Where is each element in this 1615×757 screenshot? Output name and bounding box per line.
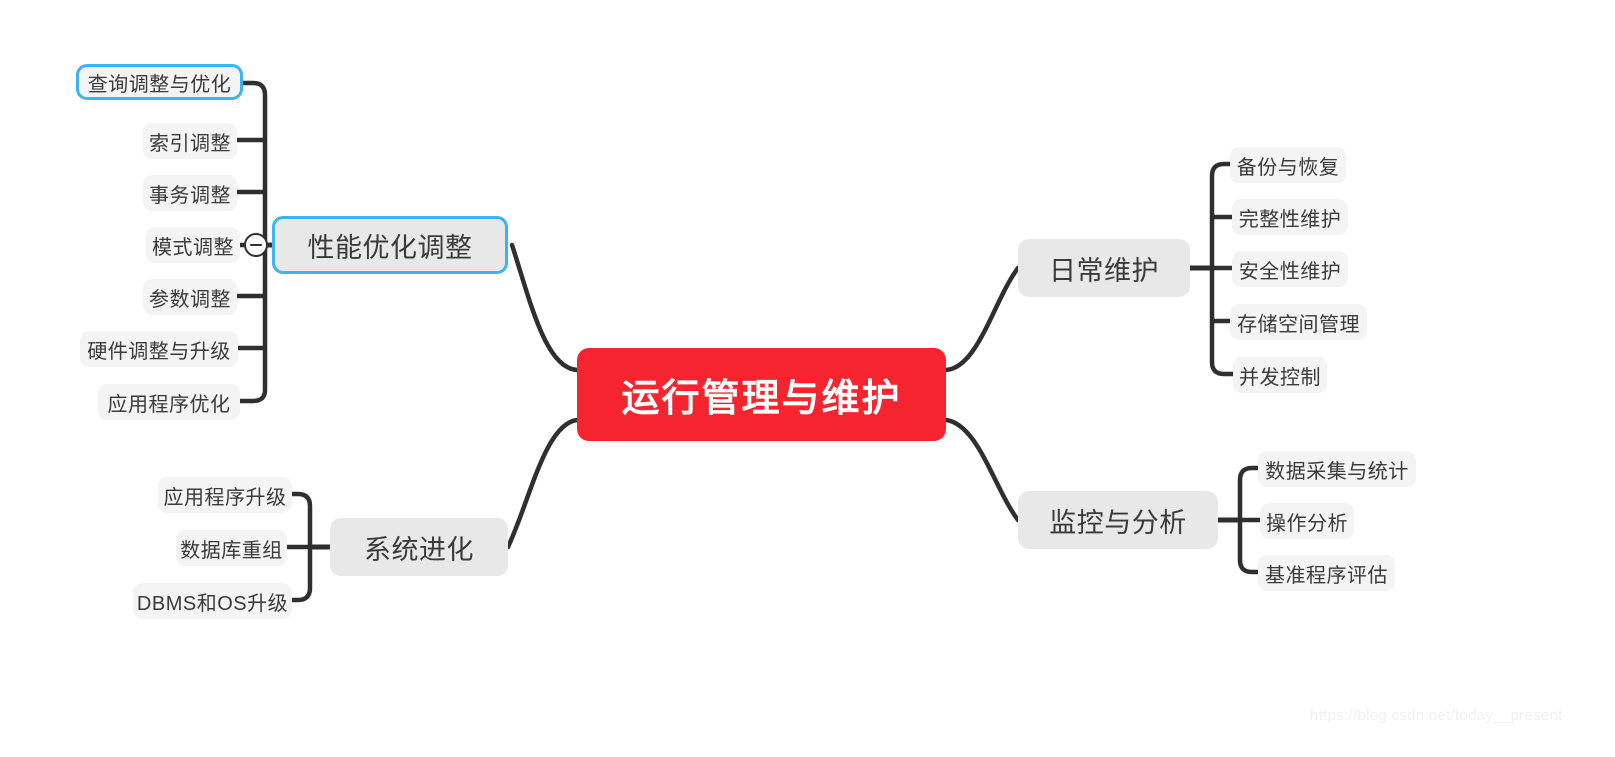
collapse-toggle-performance[interactable] <box>244 233 268 257</box>
root-node[interactable]: 运行管理与维护 <box>577 348 946 441</box>
leaf-node-application-optimization[interactable]: 应用程序优化 <box>98 384 240 420</box>
leaf-node-hardware-tuning[interactable]: 硬件调整与升级 <box>80 331 238 367</box>
connector-monitoring-leaf-1 <box>1237 465 1261 523</box>
leaf-node-benchmark-evaluation[interactable]: 基准程序评估 <box>1258 555 1395 591</box>
branch-node-monitoring[interactable]: 监控与分析 <box>1018 491 1218 549</box>
leaf-node-dbms-os-upgrade[interactable]: DBMS和OS升级 <box>133 583 292 619</box>
connector-root-to-monitoring <box>943 417 1021 523</box>
connector-root-to-evolution <box>505 417 580 550</box>
connector-performance-leaf-7 <box>237 242 268 404</box>
leaf-node-query-tuning[interactable]: 查询调整与优化 <box>76 64 243 100</box>
connector-root-to-maintenance <box>943 265 1021 373</box>
leaf-node-integrity-maintenance[interactable]: 完整性维护 <box>1232 199 1348 235</box>
branch-node-performance[interactable]: 性能优化调整 <box>272 216 508 274</box>
leaf-node-data-collection[interactable]: 数据采集与统计 <box>1258 451 1416 487</box>
connector-performance-leaf-1 <box>240 80 268 248</box>
branch-node-evolution[interactable]: 系统进化 <box>330 518 508 576</box>
leaf-node-app-upgrade[interactable]: 应用程序升级 <box>158 477 292 513</box>
connector-maintenance-leaf-1 <box>1209 161 1233 271</box>
leaf-node-index-tuning[interactable]: 索引调整 <box>143 123 237 159</box>
leaf-node-db-reorg[interactable]: 数据库重组 <box>176 530 287 566</box>
connector-evolution-leaf-1 <box>289 491 313 550</box>
leaf-node-transaction-tuning[interactable]: 事务调整 <box>143 175 237 211</box>
branch-node-maintenance[interactable]: 日常维护 <box>1018 239 1190 297</box>
leaf-node-operation-analysis[interactable]: 操作分析 <box>1260 503 1354 539</box>
watermark: https://blog.csdn.net/today__present <box>1310 707 1563 724</box>
leaf-node-parameter-tuning[interactable]: 参数调整 <box>143 279 237 315</box>
leaf-node-security-maintenance[interactable]: 安全性维护 <box>1232 251 1348 287</box>
leaf-node-schema-tuning[interactable]: 模式调整 <box>146 227 240 263</box>
connector-monitoring-leaf-3 <box>1237 517 1261 575</box>
connector-evolution-leaf-3 <box>289 544 313 603</box>
leaf-node-concurrency-control[interactable]: 并发控制 <box>1233 357 1327 393</box>
minus-icon <box>250 243 262 247</box>
leaf-node-backup-recovery[interactable]: 备份与恢复 <box>1230 147 1346 183</box>
connector-root-to-performance <box>509 242 580 373</box>
leaf-node-storage-management[interactable]: 存储空间管理 <box>1230 304 1367 340</box>
